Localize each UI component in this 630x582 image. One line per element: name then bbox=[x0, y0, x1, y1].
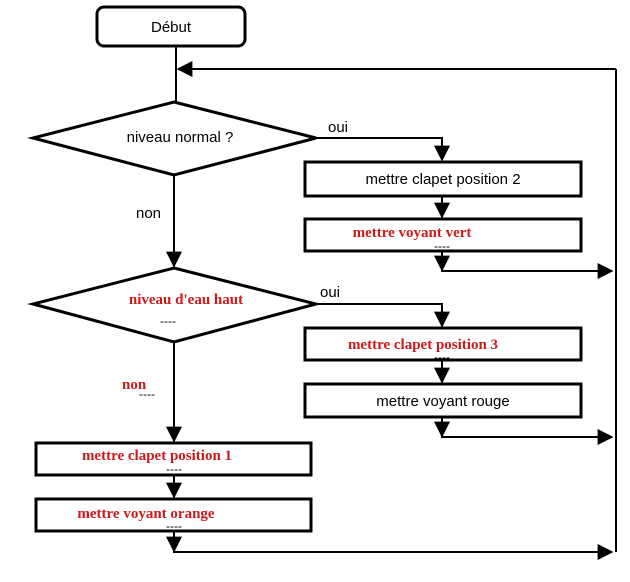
box-clapet-position-3 bbox=[303, 326, 583, 362]
connector-orange-to-return bbox=[173, 531, 614, 560]
box-voyant-rouge bbox=[303, 382, 583, 419]
decision-niveau-eau-haut-label: niveau d'eau haut bbox=[129, 292, 243, 308]
decision2-yes-label: oui bbox=[320, 284, 340, 301]
box-clapet-position-3-blank: ---- bbox=[434, 350, 450, 364]
decision2-no-blank: ---- bbox=[139, 387, 155, 401]
connector-d2-yes bbox=[316, 303, 450, 328]
box-clapet-position-3-label: mettre clapet position 3 bbox=[348, 337, 498, 353]
decision-niveau-eau-haut-blank: ---- bbox=[160, 314, 176, 328]
box-voyant-orange bbox=[34, 497, 313, 533]
start-node bbox=[95, 5, 247, 48]
box-voyant-vert-blank: ---- bbox=[434, 239, 450, 253]
box-clapet-position-2 bbox=[303, 160, 583, 198]
box-clapet-position-1-label: mettre clapet position 1 bbox=[82, 448, 232, 464]
connector-vert-to-return bbox=[441, 251, 614, 279]
box-voyant-orange-blank: ---- bbox=[166, 519, 182, 533]
box-clapet-position-1-blank: ---- bbox=[166, 462, 182, 476]
box-voyant-rouge-label: mettre voyant rouge bbox=[376, 393, 509, 410]
decision1-no-label: non bbox=[136, 205, 161, 222]
box-voyant-vert-label: mettre voyant vert bbox=[353, 225, 472, 241]
decision1-yes-label: oui bbox=[328, 119, 348, 136]
connector-d1-yes bbox=[316, 137, 450, 162]
decision-niveau-normal-label: niveau normal ? bbox=[127, 129, 234, 146]
box-voyant-orange-label: mettre voyant orange bbox=[77, 506, 215, 522]
decision2-no-label: non bbox=[122, 377, 147, 393]
start-node-label: Début bbox=[151, 19, 192, 36]
box-clapet-position-2-label: mettre clapet position 2 bbox=[365, 171, 520, 188]
connector-rouge-to-return bbox=[441, 417, 614, 445]
